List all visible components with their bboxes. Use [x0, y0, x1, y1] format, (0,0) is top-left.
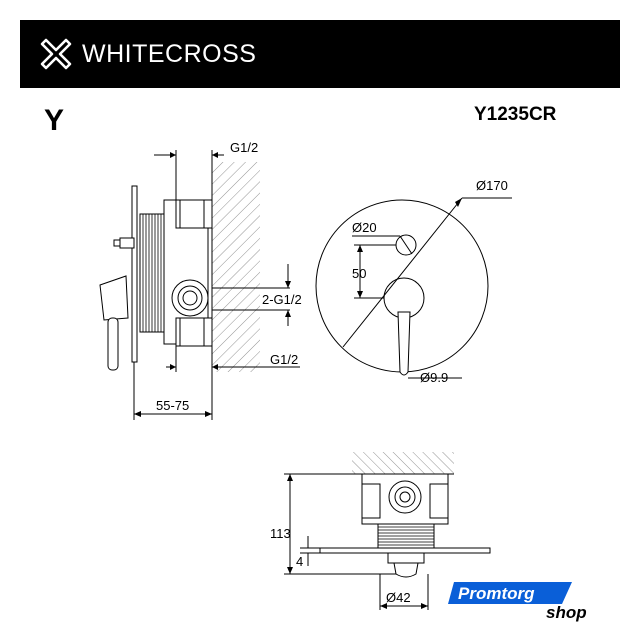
center-port-mid [177, 285, 203, 311]
top-handle [393, 562, 419, 578]
top-view [284, 452, 491, 610]
watermark-line2: shop [546, 603, 587, 622]
series-label: Y [44, 104, 65, 137]
wall-hatch [212, 162, 260, 372]
model-number: Y1235CR [474, 104, 557, 125]
watermark-blue-bar [448, 582, 572, 604]
lever-base [99, 275, 129, 321]
promtorg-watermark: Promtorg shop [448, 582, 587, 622]
top-body-diameter-label: Ø42 [386, 590, 411, 605]
bottom-port [175, 317, 213, 347]
plate-thickness-label: 4 [296, 554, 303, 569]
side-top-thread-label: G1/2 [230, 140, 258, 155]
top-wall-hatch [352, 452, 454, 474]
cover-plate [131, 185, 138, 363]
handle-diameter-label: Ø9.9 [420, 370, 448, 385]
body-thread-lines [142, 214, 162, 332]
front-view [315, 197, 512, 379]
center-port-outer [171, 279, 209, 317]
side-depth-label: 55-75 [156, 398, 189, 413]
brand-header [20, 20, 620, 88]
watermark-line1: Promtorg [458, 584, 535, 603]
top-port [175, 199, 213, 229]
side-bottom-thread-label: G1/2 [270, 352, 298, 367]
top-port-inner [399, 491, 411, 503]
brand-name: WHITECROSS [82, 40, 257, 68]
top-height-label: 113 [270, 526, 291, 541]
lever-handle [107, 317, 119, 371]
center-port-inner [182, 290, 198, 306]
handle-lever [397, 311, 411, 376]
top-cover-plate [319, 547, 491, 554]
side-mid-thread-label: 2-G1/2 [262, 292, 302, 307]
top-port-mid [394, 486, 416, 508]
plate-diameter-label: Ø170 [476, 178, 508, 193]
side-view [99, 150, 300, 420]
button-diameter-label: Ø20 [352, 220, 377, 235]
top-port-outer [388, 480, 422, 514]
diverter-button [119, 237, 135, 249]
handle-offset-label: 50 [352, 266, 366, 281]
whitecross-x-mark-icon [40, 38, 72, 70]
